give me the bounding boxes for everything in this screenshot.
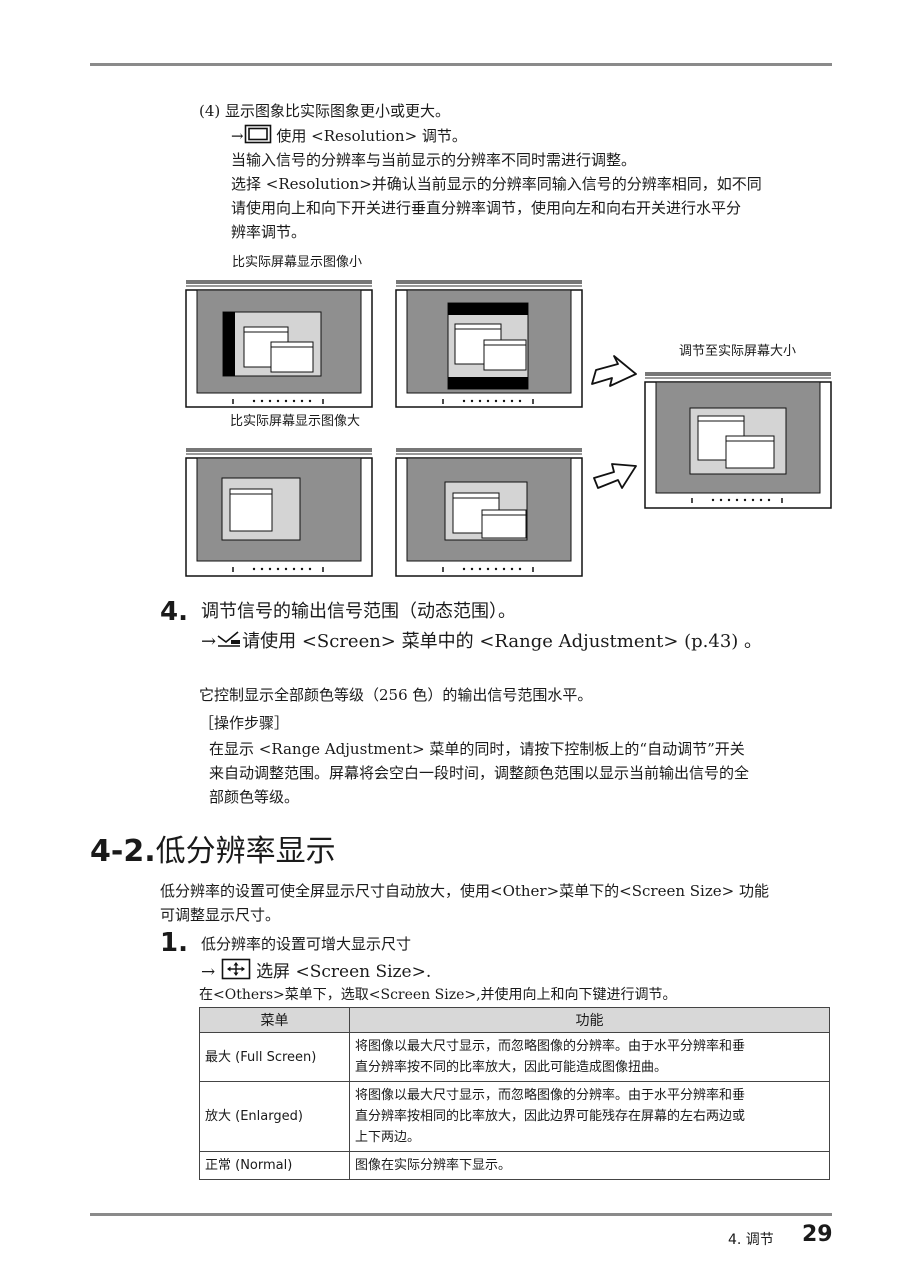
- table-row: 最大 (Full Screen) 将图像以最大尺寸显示，而忽略图像的分辨率。由于…: [199, 1032, 830, 1082]
- caption-smaller: 比实际屏幕显示图像小: [232, 255, 363, 270]
- step1-number: 1.: [160, 928, 188, 958]
- monitor-icon: [395, 448, 583, 577]
- step4-description: 它控制显示全部颜色等级（256 色）的输出信号范围水平。: [199, 686, 593, 704]
- table-row: 正常 (Normal) 图像在实际分辨率下显示。: [199, 1151, 830, 1180]
- step4-number: 4.: [160, 597, 188, 627]
- table-cell-menu: 正常 (Normal): [199, 1151, 350, 1180]
- screen-menu-icon: [216, 628, 242, 656]
- footer-chapter: 4. 调节: [728, 1232, 774, 1248]
- step1-select: → 选屏 <Screen Size>.: [201, 958, 431, 987]
- function-line: 直分辨率按相同的比率放大，因此边界可能残存在屏幕的左右两边或: [355, 1109, 746, 1124]
- caption-result: 调节至实际屏幕大小: [679, 344, 797, 359]
- function-line: 将图像以最大尺寸显示，而忽略图像的分辨率。由于水平分辨率和垂: [355, 1039, 746, 1054]
- table-row: 放大 (Enlarged) 将图像以最大尺寸显示，而忽略图像的分辨率。由于水平分…: [199, 1081, 830, 1152]
- arrow-glyph: →: [231, 127, 244, 145]
- monitor-icon: [644, 372, 832, 509]
- table-cell-menu: 最大 (Full Screen): [199, 1032, 350, 1082]
- table-cell-menu: 放大 (Enlarged): [199, 1081, 350, 1152]
- sub-item-title: (4) 显示图象比实际图象更小或更大。: [199, 102, 451, 120]
- resolution-diagram: [185, 280, 832, 577]
- table-header-menu: 菜单: [199, 1007, 350, 1033]
- section-number: 4-2.: [90, 834, 156, 869]
- section-title: 低分辨率显示: [155, 834, 336, 869]
- procedure-title: ［操作步骤］: [199, 714, 290, 732]
- step1-note: 在<Others>菜单下，选取<Screen Size>,并使用向上和向下键进行…: [199, 987, 677, 1003]
- monitor-icon: [395, 280, 583, 408]
- procedure-line1: 在显示 <Range Adjustment> 菜单的同时，请按下控制板上的“自动…: [209, 740, 745, 758]
- resolution-instruction-text: 使用 <Resolution> 调节。: [276, 127, 467, 145]
- function-line: 将图像以最大尺寸显示，而忽略图像的分辨率。由于水平分辨率和垂: [355, 1088, 746, 1103]
- table-cell-function: 将图像以最大尺寸显示，而忽略图像的分辨率。由于水平分辨率和垂 直分辨率按不同的比…: [349, 1032, 830, 1082]
- arrow-right-icon: [593, 463, 637, 489]
- sub-item-line6: 辨率调节。: [231, 223, 307, 241]
- function-line: 直分辨率按不同的比率放大，因此可能造成图像扭曲。: [355, 1060, 668, 1075]
- table-header-row: 菜单 功能: [199, 1007, 830, 1033]
- caption-larger: 比实际屏幕显示图像大: [230, 414, 361, 429]
- function-line: 图像在实际分辨率下显示。: [355, 1158, 512, 1173]
- footer-page-number: 29: [802, 1222, 833, 1247]
- procedure-line3: 部颜色等级。: [209, 788, 300, 806]
- monitor-icon: [185, 280, 373, 408]
- step1-select-text: 选屏 <Screen Size>.: [256, 962, 432, 982]
- table-header-function: 功能: [349, 1007, 830, 1033]
- arrow-right-icon: [591, 355, 637, 387]
- step4-title: 调节信号的输出信号范围（动态范围）。: [201, 601, 516, 622]
- bottom-rule: [90, 1213, 832, 1216]
- resolution-instruction: → 使用 <Resolution> 调节。: [231, 124, 467, 150]
- section-heading: 4-2.低分辨率显示: [90, 826, 336, 870]
- screen-size-icon: [221, 958, 251, 987]
- step1-title: 低分辨率的设置可增大显示尺寸: [201, 935, 412, 953]
- monitor-icon: [185, 448, 373, 577]
- sub-item-line3: 当输入信号的分辨率与当前显示的分辨率不同时需进行调整。: [231, 151, 637, 169]
- arrow-glyph: →: [201, 962, 216, 982]
- resolution-icon: [244, 124, 272, 150]
- top-rule: [90, 63, 832, 66]
- procedure-line2: 来自动调整范围。屏幕将会空白一段时间，调整颜色范围以显示当前输出信号的全: [209, 764, 750, 782]
- table-cell-function: 将图像以最大尺寸显示，而忽略图像的分辨率。由于水平分辨率和垂 直分辨率按相同的比…: [349, 1081, 830, 1152]
- screen-size-table: 菜单 功能 最大 (Full Screen) 将图像以最大尺寸显示，而忽略图像的…: [199, 1007, 830, 1180]
- function-line: 上下两边。: [355, 1130, 421, 1145]
- arrow-glyph: →: [201, 631, 217, 652]
- sub-item-line5: 请使用向上和向下开关进行垂直分辨率调节，使用向左和向右开关进行水平分: [231, 199, 742, 217]
- step4-instruction: → 请使用 <Screen> 菜单中的 <Range Adjustment> (p…: [201, 628, 762, 656]
- step4-instruction-text: 请使用 <Screen> 菜单中的 <Range Adjustment> (p.…: [242, 631, 763, 652]
- sub-item-line4: 选择 <Resolution>并确认当前显示的分辨率同输入信号的分辨率相同，如不…: [231, 175, 762, 193]
- table-cell-function: 图像在实际分辨率下显示。: [349, 1151, 830, 1180]
- section-intro-line1: 低分辨率的设置可使全屏显示尺寸自动放大，使用<Other>菜单下的<Screen…: [160, 882, 769, 900]
- section-intro-line2: 可调整显示尺寸。: [160, 906, 281, 924]
